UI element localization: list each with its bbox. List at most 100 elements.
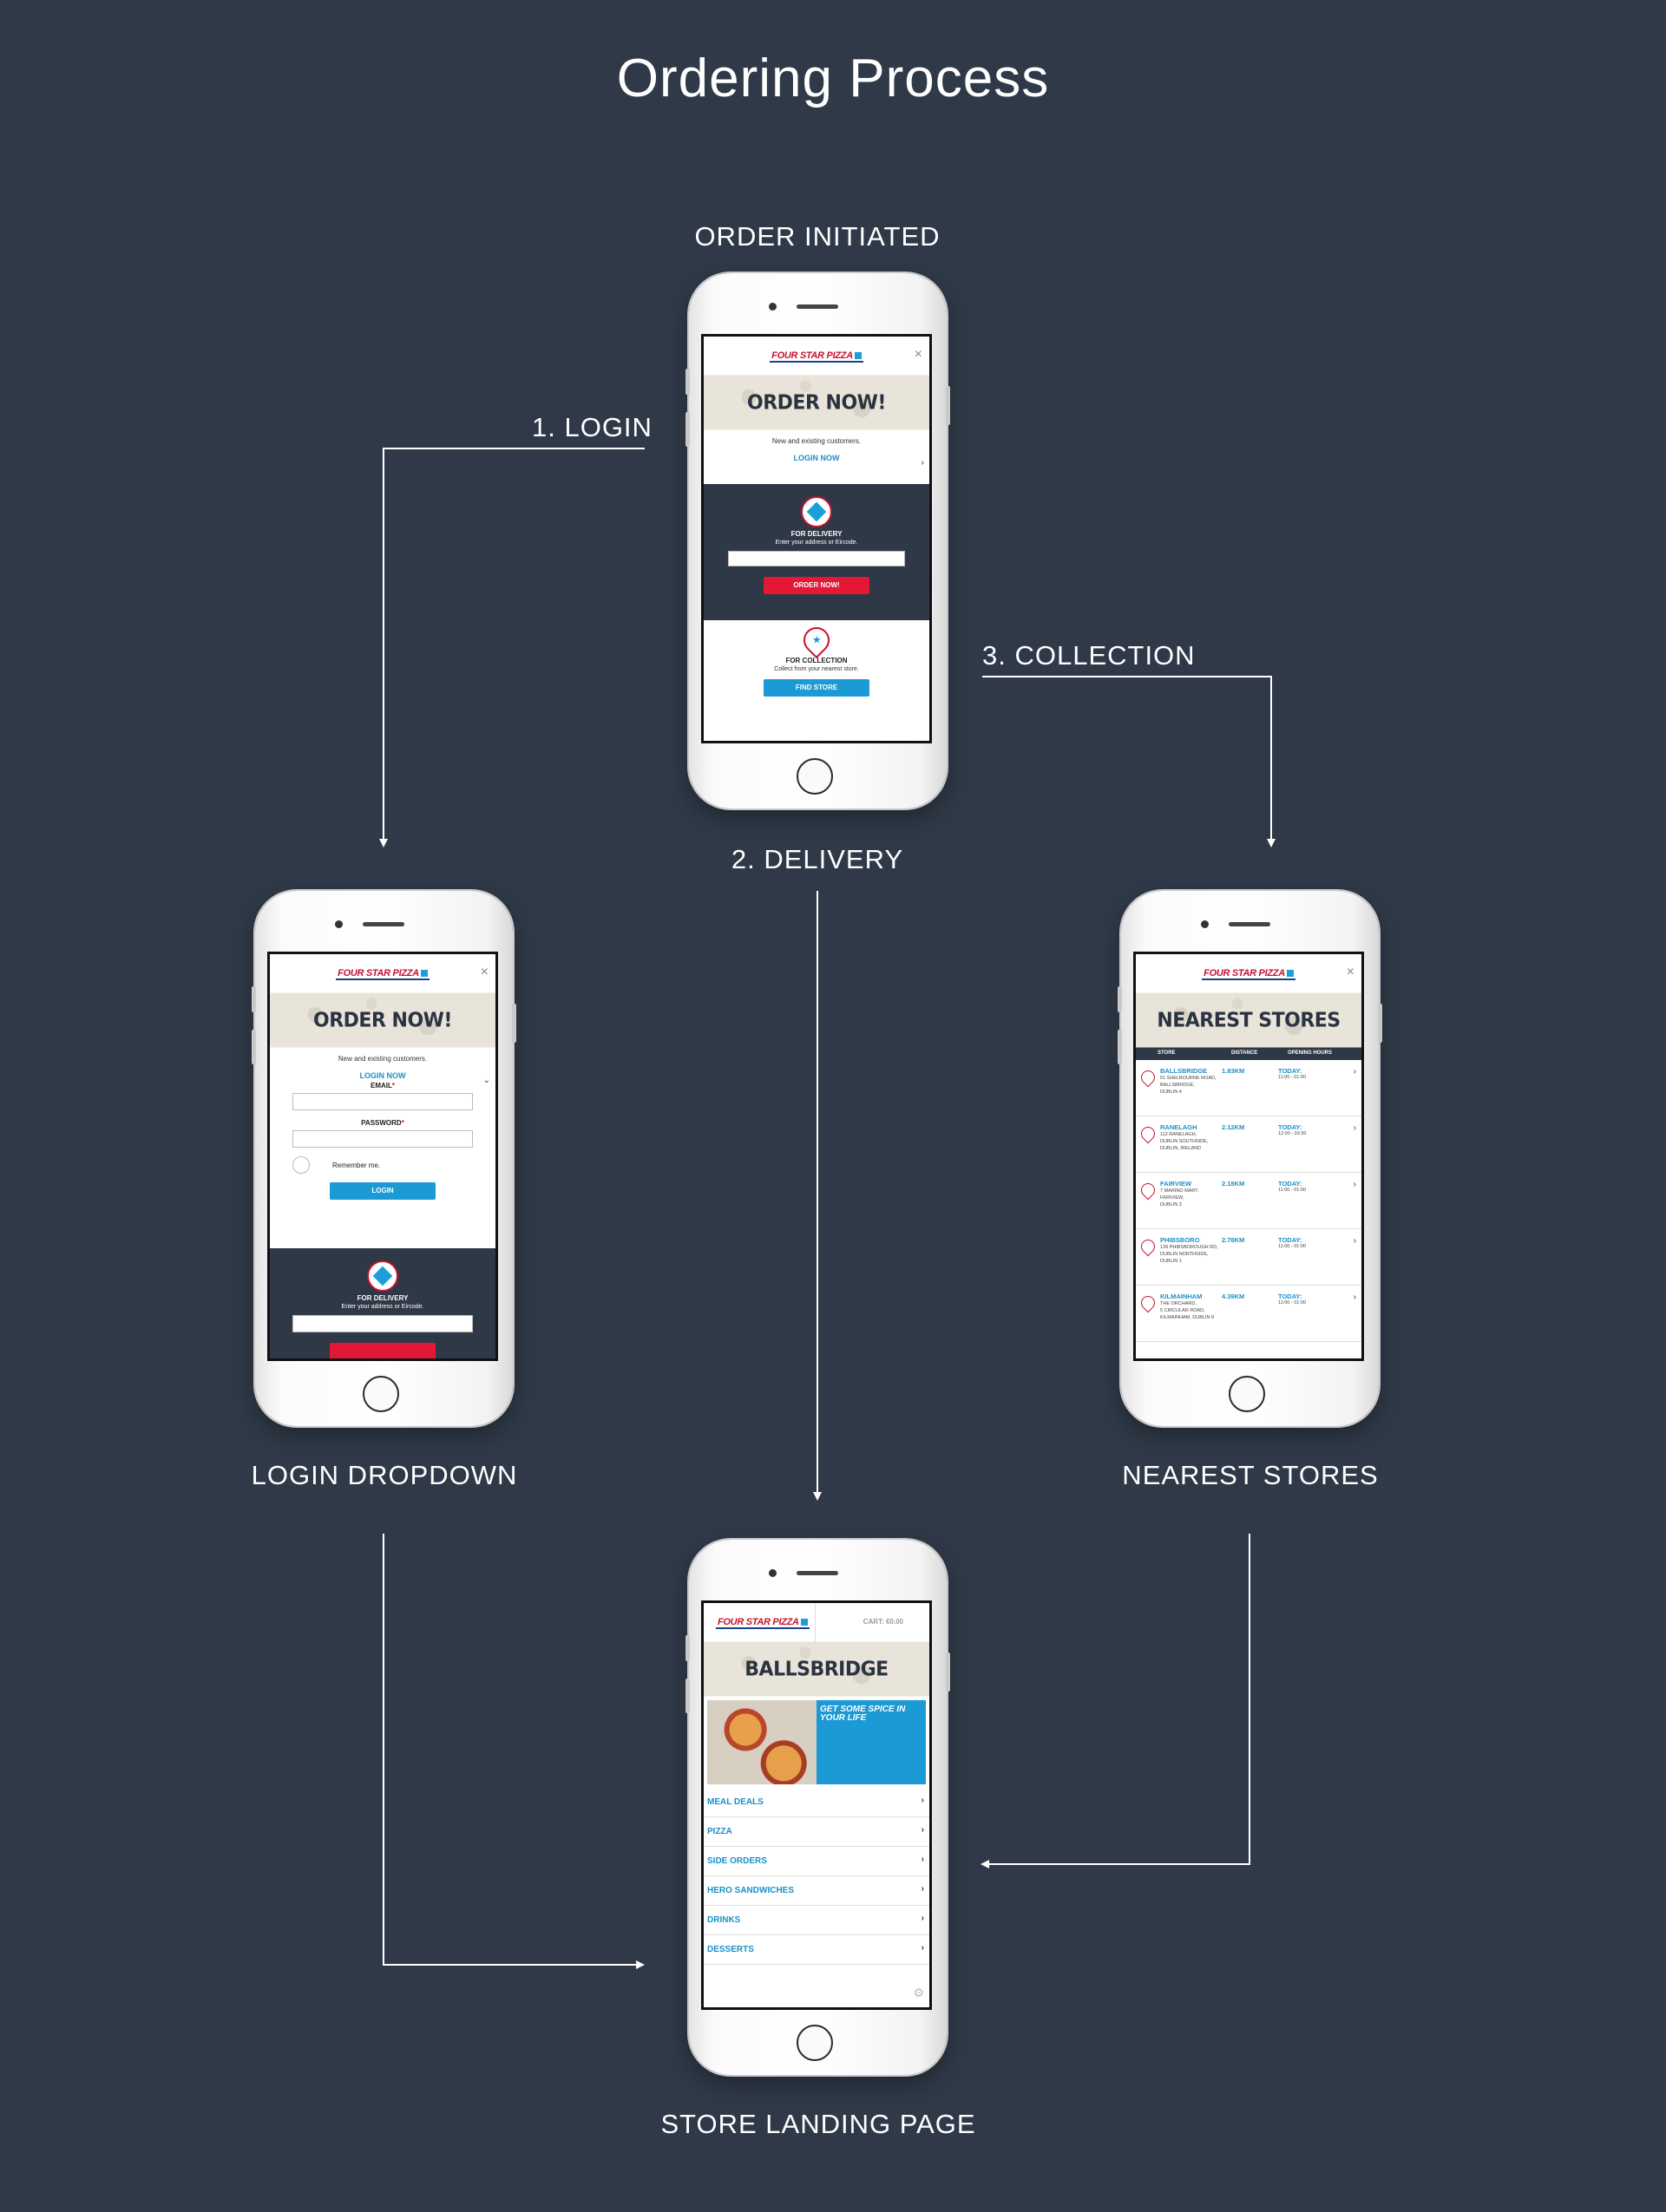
menu-item-label: MEAL DEALS <box>707 1797 764 1807</box>
home-button[interactable] <box>797 2025 833 2061</box>
location-pin-icon: ★ <box>797 621 836 659</box>
screen-store-landing: FOUR STAR PIZZA CART: €0.00 BALLSBRIDGE … <box>701 1600 932 2010</box>
screen-nearest-stores: FOUR STAR PIZZA × NEAREST STORES STORE D… <box>1133 952 1364 1361</box>
chevron-right-icon: › <box>921 1884 924 1894</box>
brand-logo[interactable]: FOUR STAR PIZZA <box>336 968 430 980</box>
order-now-heading: ORDER NOW! <box>704 375 929 430</box>
brand-logo[interactable]: FOUR STAR PIZZA <box>770 350 863 363</box>
menu-item-label: HERO SANDWICHES <box>707 1886 795 1895</box>
chevron-right-icon: › <box>921 1796 924 1805</box>
phone-login-dropdown: FOUR STAR PIZZA × ORDER NOW! New and exi… <box>252 891 516 1426</box>
label-collection: 3. COLLECTION <box>982 640 1196 671</box>
arrow-collection <box>982 676 1276 847</box>
close-icon[interactable]: × <box>480 965 489 979</box>
screen-order-initiated: FOUR STAR PIZZA × ORDER NOW! New and exi… <box>701 334 932 743</box>
cart-total[interactable]: CART: €0.00 <box>863 1618 903 1626</box>
chevron-right-icon[interactable]: › <box>1353 1067 1356 1077</box>
store-today: TODAY: <box>1278 1236 1302 1244</box>
chevron-right-icon[interactable]: › <box>1353 1236 1356 1246</box>
camera-icon <box>769 303 777 311</box>
label-login-dropdown: LOGIN DROPDOWN <box>251 1460 518 1490</box>
chevron-down-icon[interactable]: ⌄ <box>482 1076 490 1085</box>
menu-item[interactable]: DRINKS› <box>704 1906 929 1935</box>
arrow-login-to-landing <box>383 1534 645 1969</box>
store-today: TODAY: <box>1278 1067 1302 1075</box>
close-icon[interactable]: × <box>914 347 922 362</box>
store-pin-icon <box>1138 1293 1158 1313</box>
remember-label: Remember me. <box>332 1161 381 1169</box>
menu-item-label: DRINKS <box>707 1915 741 1925</box>
chevron-right-icon: › <box>921 1825 924 1835</box>
phone-nearest-stores: FOUR STAR PIZZA × NEAREST STORES STORE D… <box>1118 891 1382 1426</box>
store-hours: 11:00 - 01:00 <box>1278 1075 1307 1080</box>
login-now-link[interactable]: LOGIN NOW <box>359 1071 406 1080</box>
home-button[interactable] <box>1229 1376 1265 1412</box>
speaker-icon <box>363 922 404 926</box>
close-icon[interactable]: × <box>1346 965 1354 979</box>
camera-icon <box>769 1569 777 1577</box>
speaker-icon <box>797 1571 838 1575</box>
login-form: New and existing customers. LOGIN NOW ⌄ … <box>270 1046 495 1248</box>
address-input[interactable] <box>292 1315 473 1332</box>
store-name: FAIRVIEW <box>1160 1180 1192 1188</box>
login-now-link[interactable]: LOGIN NOW <box>793 454 840 462</box>
store-address: 7 MARINO MART,FAIRVIEW,DUBLIN 3 <box>1160 1188 1199 1207</box>
menu-item[interactable]: MEAL DEALS › <box>704 1788 929 1817</box>
password-field[interactable] <box>292 1130 473 1148</box>
menu-item-label: PIZZA <box>707 1827 732 1836</box>
brand-logo[interactable]: FOUR STAR PIZZA <box>1202 968 1295 980</box>
chevron-right-icon[interactable]: › <box>1353 1180 1356 1189</box>
store-name: KILMAINHAM <box>1160 1293 1203 1300</box>
store-distance: 4.39KM <box>1222 1293 1245 1300</box>
chevron-right-icon: › <box>921 1943 924 1953</box>
email-field[interactable] <box>292 1093 473 1110</box>
delivery-sub: Enter your address or Eircode. <box>775 540 858 546</box>
order-now-heading: ORDER NOW! <box>270 992 495 1048</box>
menu-list: MEAL DEALS›PIZZA›SIDE ORDERS›HERO SANDWI… <box>704 1788 929 1965</box>
menu-item-label: DESSERTS <box>707 1945 754 1954</box>
home-button[interactable] <box>797 758 833 795</box>
settings-icon[interactable]: ⚙ <box>913 1986 924 1999</box>
menu-item-label: SIDE ORDERS <box>707 1856 767 1866</box>
chevron-right-icon[interactable]: › <box>1353 1293 1356 1302</box>
menu-item[interactable]: HERO SANDWICHES › <box>704 1876 929 1906</box>
delivery-panel: FOR DELIVERY Enter your address or Eirco… <box>270 1248 495 1358</box>
store-pin-icon <box>1138 1123 1158 1144</box>
screen-login-dropdown: FOUR STAR PIZZA × ORDER NOW! New and exi… <box>267 952 498 1361</box>
promo-banner[interactable]: GET SOME SPICE IN YOUR LIFE <box>707 1700 926 1784</box>
store-hours: 11:00 - 01:00 <box>1278 1188 1307 1193</box>
customers-text: New and existing customers. <box>771 437 862 445</box>
label-store-landing: STORE LANDING PAGE <box>660 2109 976 2139</box>
pizza-image <box>707 1700 817 1784</box>
find-store-button[interactable]: FIND STORE <box>764 679 869 697</box>
label-delivery: 2. DELIVERY <box>731 844 904 874</box>
store-address: THE ORCHARD,5 CIRCULAR ROAD,KILMAINHAM, … <box>1160 1301 1215 1320</box>
store-pin-icon <box>1138 1236 1158 1257</box>
login-button[interactable]: LOGIN <box>330 1182 436 1200</box>
brand-logo[interactable]: FOUR STAR PIZZA <box>716 1617 810 1629</box>
order-now-button[interactable] <box>330 1343 436 1358</box>
home-button[interactable] <box>363 1376 399 1412</box>
password-label: PASSWORD <box>361 1119 402 1127</box>
order-now-button[interactable]: ORDER NOW! <box>764 577 869 594</box>
menu-item[interactable]: PIZZA › <box>704 1817 929 1847</box>
chevron-right-icon[interactable]: › <box>921 458 924 468</box>
customers-text: New and existing customers. <box>338 1055 428 1063</box>
remember-checkbox[interactable] <box>292 1156 310 1174</box>
menu-item[interactable]: SIDE ORDERS› <box>704 1847 929 1876</box>
chevron-right-icon[interactable]: › <box>1353 1123 1356 1133</box>
stores-table-header: STORE DISTANCE OPENING HOURS <box>1136 1046 1361 1060</box>
address-input[interactable] <box>728 551 905 566</box>
for-collection-label: FOR COLLECTION <box>785 657 848 664</box>
menu-item[interactable]: DESSERTS › <box>704 1935 929 1965</box>
store-today: TODAY: <box>1278 1180 1302 1188</box>
store-distance: 2.78KM <box>1222 1236 1245 1244</box>
store-name: BALLSBRIDGE <box>1160 1067 1208 1075</box>
